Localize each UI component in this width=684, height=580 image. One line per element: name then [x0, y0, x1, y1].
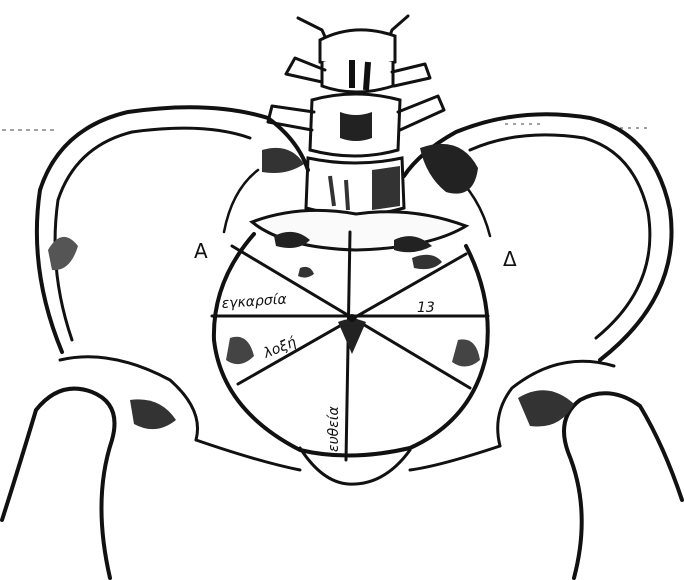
straight-label: ευθεία — [326, 405, 342, 452]
point-label-a: A — [194, 239, 208, 263]
number-label: 13 — [417, 300, 435, 316]
point-label-delta: Δ — [503, 247, 517, 271]
